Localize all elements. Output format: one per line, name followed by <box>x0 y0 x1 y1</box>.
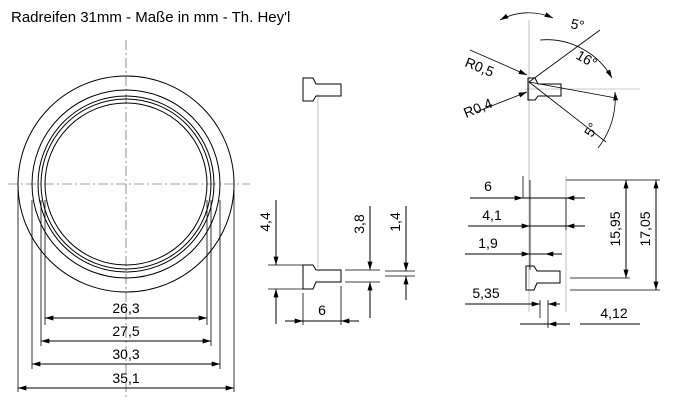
wheel-front-view <box>8 40 250 400</box>
dimension-label: 4,4 <box>257 212 273 232</box>
width-dimension-1-9: 1,9 <box>465 235 562 257</box>
width-dimension-6: 6 <box>470 178 585 201</box>
width-dimension-4-12: 4,12 <box>520 305 640 327</box>
dimension-label: 6 <box>318 302 326 318</box>
radius-leader-low <box>475 91 528 113</box>
angle-construction-line <box>528 29 601 83</box>
dimension-label: 15,95 <box>607 211 623 246</box>
dimension-label: 35,1 <box>112 370 139 386</box>
radius-label-low: R0,4 <box>461 95 495 121</box>
angle-construction-line <box>528 81 617 99</box>
dimension-label: 17,05 <box>637 211 653 246</box>
radius-leader-top <box>469 49 528 76</box>
dimension-label: 30,3 <box>112 346 139 362</box>
angle-arc-top <box>499 12 554 21</box>
dimension-label: 5,35 <box>472 285 499 301</box>
ring-27-5 <box>40 98 212 270</box>
profile-section-bottom <box>302 264 342 290</box>
dimension-label: 1,4 <box>387 212 403 232</box>
height-dimension-17-05: 17,05 <box>637 179 659 290</box>
width-dimension-4-1: 4,1 <box>468 207 585 229</box>
ring-flange <box>37 95 215 273</box>
diameter-dimension-30-3: 30,3 <box>32 346 221 367</box>
dimension-label: 3,8 <box>351 214 367 234</box>
wheel-side-view <box>302 77 342 290</box>
drawing-title: Radreifen 31mm - Maße in mm - Th. Hey'l <box>11 9 290 26</box>
dimension-label: 1,9 <box>478 235 498 251</box>
angle-construction-line <box>528 81 607 143</box>
ring-30-3 <box>31 89 221 279</box>
profile-detail-bottom: 6 4,1 1,9 5,35 4,12 15, <box>465 172 660 328</box>
angle-arc-mid <box>539 39 613 79</box>
groove-dimension-3-8: 3,8 <box>351 206 373 318</box>
profile-section-detail <box>525 265 561 291</box>
profile-section-top <box>302 77 342 102</box>
dimension-label: 4,12 <box>600 305 627 321</box>
dimension-label: 4,1 <box>482 207 502 223</box>
width-dimension-6: 6 <box>285 302 359 324</box>
diameter-dimension-27-5: 27,5 <box>41 323 212 344</box>
ring-inner-26-3 <box>44 102 208 266</box>
profile-detail-top: 5° 16° 5° R0,5 R0,4 <box>461 12 640 172</box>
dimension-label: 6 <box>484 178 492 194</box>
radius-label-top: R0,5 <box>463 54 497 80</box>
diameter-dimension-26-3: 26,3 <box>45 300 208 321</box>
dimension-label: 26,3 <box>112 300 139 316</box>
profile-section-detail <box>527 77 562 101</box>
angle-label-mid: 16° <box>574 47 600 71</box>
dimension-label: 27,5 <box>112 323 139 339</box>
angle-label-low: 5° <box>581 120 602 140</box>
height-dimension-4-4: 4,4 <box>257 200 279 324</box>
ring-outer-35-1 <box>17 75 235 293</box>
angle-label-top: 5° <box>569 15 585 33</box>
side-view-extension-lines <box>268 264 415 325</box>
width-dimension-5-35: 5,35 <box>465 285 560 307</box>
flange-dimension-1-4: 1,4 <box>387 206 409 300</box>
height-dimension-15-95: 15,95 <box>607 179 629 278</box>
diameter-extension-lines <box>17 190 235 392</box>
angle-arc-low <box>597 91 619 149</box>
diameter-dimension-35-1: 35,1 <box>18 370 235 391</box>
